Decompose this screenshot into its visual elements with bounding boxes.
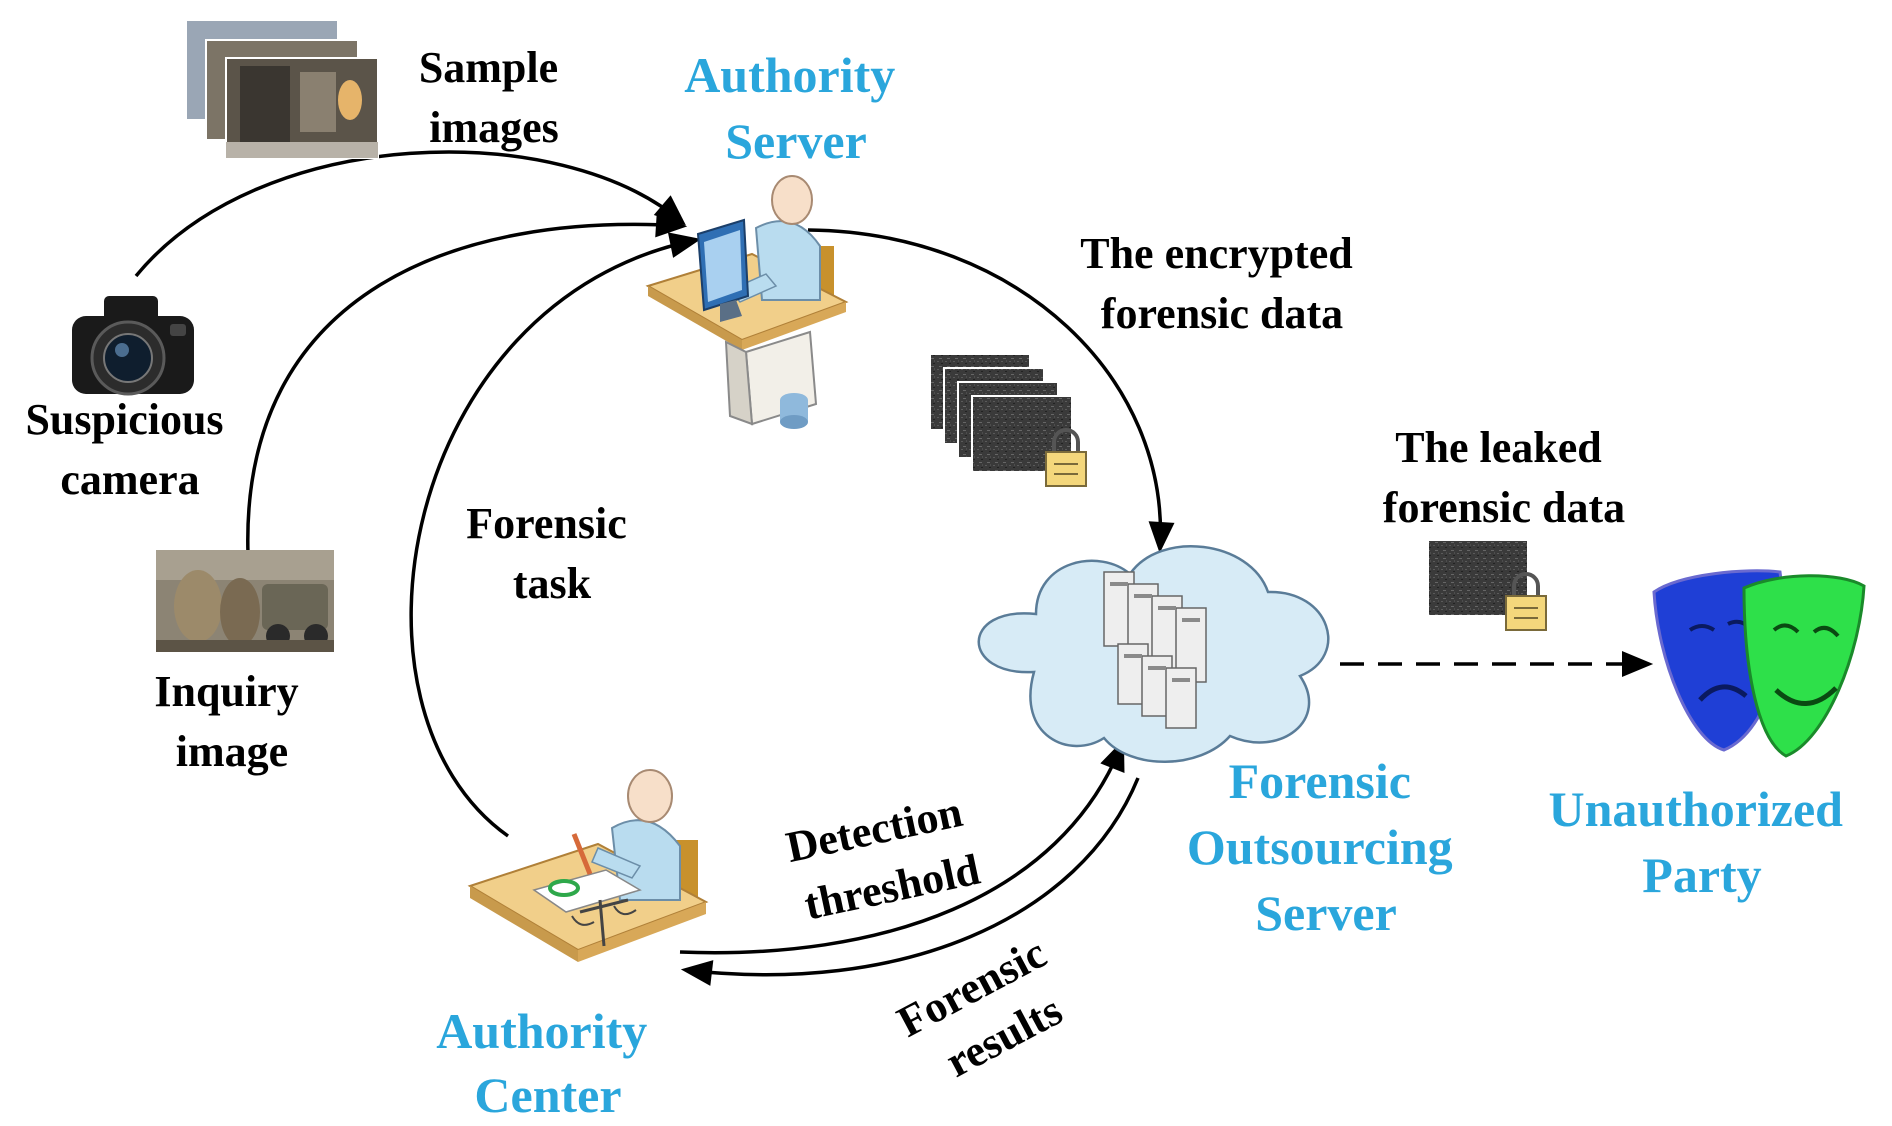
arrow-authority-server-to-cloud [807, 228, 1175, 554]
label-leaked-data: The leaked forensic data [1383, 423, 1625, 532]
arrow-center-to-cloud-threshold [679, 739, 1125, 955]
photo-stack-icon [185, 19, 379, 159]
label-forensic-task: Forensic task [466, 499, 638, 608]
role-authority-center: Authority Center [436, 1003, 660, 1123]
label-inquiry-image: Inquiry image [154, 667, 309, 776]
person-at-desk-with-scales-icon [467, 769, 709, 962]
role-unauthorized-party: Unauthorized Party [1549, 781, 1856, 903]
arrow-authority-center-to-authority-server [409, 232, 702, 838]
arrows [134, 150, 1654, 986]
encrypted-image-stack-icon [929, 353, 1087, 487]
encrypted-image-icon [1427, 539, 1547, 631]
label-forensic-results: Forensic results [889, 923, 1091, 1098]
dslr-camera-icon [72, 296, 194, 396]
arrow-cloud-to-center-results [680, 777, 1140, 986]
theater-masks-icon [1652, 569, 1866, 758]
person-at-computer-icon [645, 175, 849, 429]
arrow-camera-to-authority-server [134, 150, 686, 278]
photo-icon [156, 550, 334, 652]
role-forensic-outsourcing-server: Forensic Outsourcing Server [1187, 753, 1465, 941]
arrow-inquiry-to-authority-server [246, 211, 688, 555]
label-encrypted-data: The encrypted forensic data [1080, 229, 1364, 338]
labels: Sample images Suspicious camera Inquiry … [25, 43, 1625, 1098]
cloud-server-cluster-icon [977, 545, 1330, 763]
roles: Authority Server Forensic Outsourcing Se… [436, 47, 1856, 1123]
label-sample-images: Sample images [419, 43, 569, 152]
role-authority-server: Authority Server [684, 47, 908, 169]
label-suspicious-camera: Suspicious camera [25, 395, 234, 504]
